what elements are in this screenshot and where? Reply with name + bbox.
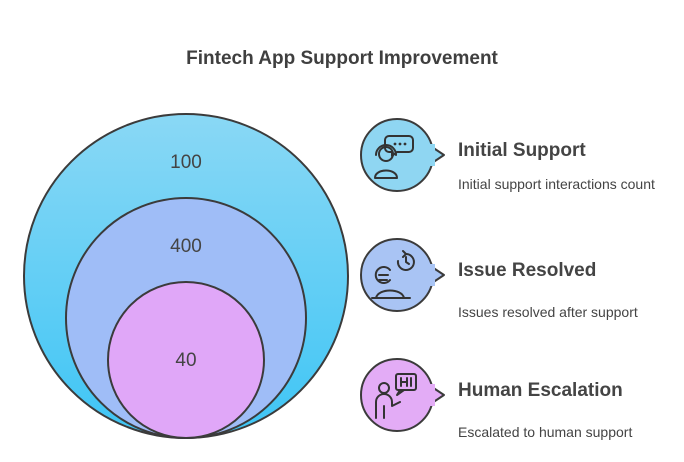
customer-support-agent-icon — [360, 118, 445, 192]
item-title: Human Escalation — [458, 380, 623, 401]
person-saying-hi-icon — [360, 358, 445, 432]
item-title: Initial Support — [458, 140, 586, 161]
item-title: Issue Resolved — [458, 260, 597, 281]
outer-circle-value: 100 — [170, 152, 202, 173]
inner-circle — [107, 281, 265, 439]
legend-item-initial-support: Initial Support Initial support interact… — [358, 116, 678, 216]
legend-item-human-escalation: Human Escalation Escalated to human supp… — [358, 356, 678, 456]
person-with-refresh-icon — [360, 238, 445, 312]
item-description: Issues resolved after support — [458, 304, 638, 320]
page-title: Fintech App Support Improvement — [186, 48, 498, 69]
legend-item-issue-resolved: Issue Resolved Issues resolved after sup… — [358, 236, 678, 336]
item-description: Initial support interactions count — [458, 176, 655, 192]
middle-circle-value: 400 — [170, 236, 202, 257]
item-description: Escalated to human support — [458, 424, 633, 440]
inner-circle-value: 40 — [175, 350, 196, 371]
